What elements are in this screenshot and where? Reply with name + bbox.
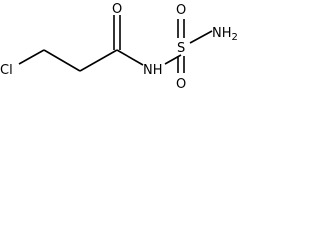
atom-label-sulfonamide-nh: NH	[212, 26, 232, 41]
atom-label-sulfonamide-subscript: 2	[232, 32, 238, 43]
atom-label-amide-nitrogen: NH	[143, 63, 163, 78]
atom-label-sulfonamide-nitrogen: NH2	[212, 26, 238, 43]
bond-cl-c1	[18, 49, 45, 65]
bond-s-nh2	[189, 30, 213, 44]
bond-c1-c2	[43, 49, 81, 72]
chemical-structure-diagram: Cl O NH S O O NH2	[0, 2, 238, 92]
atom-label-carbonyl-oxygen: O	[112, 2, 122, 17]
atom-label-sulfur: S	[177, 41, 185, 56]
atom-label-chlorine: Cl	[0, 63, 13, 78]
atom-label-sulfonyl-oxygen-top: O	[176, 3, 186, 18]
bond-c3-n	[116, 49, 144, 66]
atom-label-sulfonyl-oxygen-bottom: O	[176, 77, 186, 92]
bond-c2-c3	[79, 49, 118, 72]
